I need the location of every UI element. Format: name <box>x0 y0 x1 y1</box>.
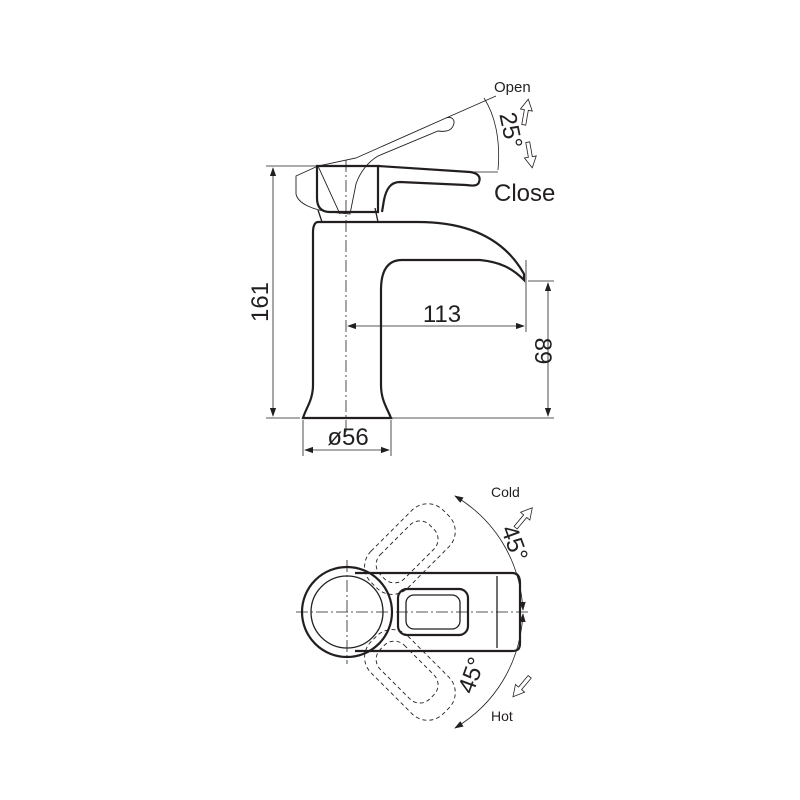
hot-rotation-arc <box>454 613 526 729</box>
spout-height-dimension: 89 <box>392 280 556 419</box>
open-label: Open <box>494 79 531 96</box>
hot-arrow-icon <box>512 674 532 698</box>
cold-rotation-arc <box>454 495 526 611</box>
hot-angle-value: 45° <box>453 654 491 697</box>
reach-dimension: 113 <box>347 260 527 332</box>
handle-lever-top <box>396 587 470 637</box>
height-value: 161 <box>247 282 274 322</box>
handle-ghost-cold <box>364 503 456 595</box>
cold-angle-value: 45° <box>495 522 533 565</box>
hot-label: Hot <box>491 708 513 724</box>
spout-height-value: 89 <box>529 338 556 365</box>
base-diameter-dimension: ø56 <box>302 420 392 456</box>
handle-lever-closed <box>377 164 481 213</box>
side-view: 161 113 89 ø56 25° Open <box>247 79 556 456</box>
handle-lever-grip <box>405 594 461 630</box>
top-view: 45° 45° Cold Hot <box>296 484 533 729</box>
lever-rotation-indicator: 25° Open Close <box>445 79 555 207</box>
faucet-body-outline <box>301 220 526 420</box>
close-arrow-icon <box>523 141 537 169</box>
base-diameter-value: ø56 <box>327 424 368 451</box>
cold-arrow-icon <box>513 507 533 530</box>
faucet-neck <box>317 207 379 223</box>
handle-ghost-open <box>295 117 455 215</box>
handle-base <box>315 164 380 214</box>
cold-label: Cold <box>491 484 520 500</box>
height-dimension: 161 <box>247 165 316 419</box>
reach-value: 113 <box>423 301 461 328</box>
open-arrow-icon <box>519 98 533 126</box>
close-label: Close <box>494 180 555 207</box>
handle-ghost-hot <box>364 629 456 721</box>
